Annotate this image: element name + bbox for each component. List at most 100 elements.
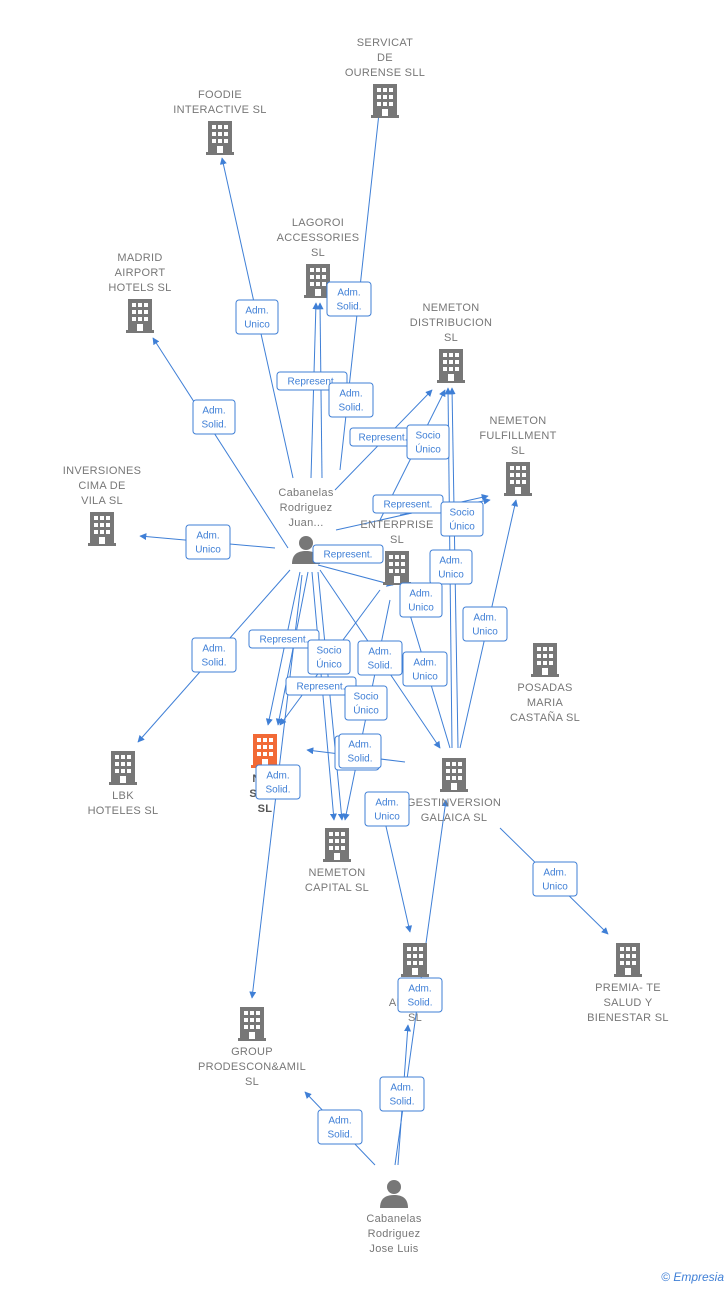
edge-label-text: Adm. bbox=[473, 613, 496, 624]
node-label-line: Juan... bbox=[288, 517, 323, 529]
edge-label[interactable]: Represent. bbox=[248, 629, 320, 649]
edge-label[interactable]: Represent. bbox=[312, 544, 384, 564]
edge-label-text: Represent. bbox=[297, 682, 346, 693]
edge-label-box bbox=[255, 764, 301, 800]
edge-label[interactable]: Adm.Solid. bbox=[192, 399, 236, 435]
edge-label-text: Solid. bbox=[201, 658, 226, 669]
edge-label[interactable]: Adm. Unico bbox=[532, 861, 578, 897]
node-label-line: FULFILLMENT bbox=[479, 430, 556, 442]
edge-label-text: Solid. bbox=[367, 661, 392, 672]
edge-label-text: Solid. bbox=[338, 403, 363, 414]
edge-label-box bbox=[248, 629, 320, 649]
node-label-line: NEMETON bbox=[309, 867, 366, 879]
edge-label-box bbox=[235, 299, 279, 335]
edge-label-text: Socio bbox=[316, 646, 341, 657]
edge-label[interactable]: Adm.Solid. bbox=[357, 640, 403, 676]
node-label-line: PRODESCON&AMIL bbox=[198, 1061, 306, 1073]
edge-label-text: Adm. bbox=[439, 556, 462, 567]
node-label-line: PREMIA- TE bbox=[595, 982, 661, 994]
edge-label[interactable]: Adm.Solid. bbox=[317, 1109, 363, 1145]
edge-label[interactable]: Adm.Unico bbox=[235, 299, 279, 335]
edge-label-text: Unico bbox=[408, 603, 434, 614]
edge-label-text: Represent. bbox=[288, 377, 337, 388]
edge-label-text: Adm. bbox=[339, 389, 362, 400]
building-icon bbox=[323, 828, 351, 862]
edge-juan-to-capital bbox=[317, 571, 345, 821]
edge-label-text: Adm. bbox=[266, 771, 289, 782]
edge-label[interactable]: Adm.Solid. bbox=[338, 733, 382, 769]
edge-label-box bbox=[344, 685, 388, 721]
edge-label[interactable]: Adm. Solid. bbox=[328, 382, 374, 418]
edge-label[interactable]: Adm.Solid. bbox=[397, 977, 443, 1013]
edge-label[interactable]: Adm.Solid. bbox=[379, 1076, 425, 1112]
edge-label-text: Unico bbox=[472, 627, 498, 638]
edge-label-text: Socio bbox=[415, 431, 440, 442]
edge-label-box bbox=[338, 733, 382, 769]
node-label-line: INVERSIONES bbox=[63, 465, 142, 477]
building-icon bbox=[88, 512, 116, 546]
edge-label[interactable]: Represent. bbox=[372, 494, 444, 514]
node-juan[interactable]: CabanelasRodriguezJuan... bbox=[278, 487, 334, 564]
edge-label[interactable]: Adm.Unico bbox=[402, 651, 448, 687]
edge-juan-to-madrid bbox=[152, 337, 289, 549]
edge-label-box bbox=[317, 1109, 363, 1145]
edge-label[interactable]: Adm. Unico bbox=[462, 606, 508, 642]
edge-label[interactable]: Adm. Unico bbox=[399, 582, 443, 618]
edge-label-box bbox=[399, 582, 443, 618]
edge-label[interactable]: Adm.Solid. bbox=[191, 637, 237, 673]
edge-labels-layer: Adm.Solid.Adm.UnicoRepresent.Adm.Solid.A… bbox=[185, 281, 578, 1145]
node-label-line: SALUD Y bbox=[604, 997, 653, 1009]
edge-label-text: Único bbox=[353, 704, 379, 717]
edge-label-box bbox=[397, 977, 443, 1013]
edge-label-text: Adm. bbox=[413, 658, 436, 669]
edge-label-text: Solid. bbox=[265, 785, 290, 796]
node-label-line: SL bbox=[245, 1076, 259, 1088]
edge-label-text: Unico bbox=[244, 320, 270, 331]
edge-label-text: Represent. bbox=[384, 500, 433, 511]
node-label-line: SL bbox=[511, 445, 525, 457]
node-label-line: POSADAS bbox=[517, 682, 572, 694]
edge-label-text: Adm. bbox=[543, 868, 566, 879]
edge-label-box bbox=[326, 281, 372, 317]
node-label-line: BIENESTAR SL bbox=[587, 1012, 669, 1024]
edge-label[interactable]: Adm.Solid. bbox=[326, 281, 372, 317]
edge-label-text: Único bbox=[415, 443, 441, 456]
edge-label-box bbox=[379, 1076, 425, 1112]
node-label-line: DISTRIBUCION bbox=[410, 317, 492, 329]
edge-label-text: Unico bbox=[542, 882, 568, 893]
edge-label-box bbox=[429, 549, 473, 585]
edge-label[interactable]: Adm.Unico bbox=[185, 524, 231, 560]
edge-label[interactable]: Adm.Unico bbox=[429, 549, 473, 585]
node-group[interactable]: GROUP PRODESCON&AMIL SL bbox=[198, 1007, 306, 1088]
node-label-line: GROUP bbox=[231, 1046, 273, 1058]
edge-label[interactable]: Adm. Solid. bbox=[255, 764, 301, 800]
edge-label-box bbox=[312, 544, 384, 564]
edge-label[interactable]: Adm.Unico bbox=[364, 791, 410, 827]
node-label-line: SL bbox=[408, 1012, 422, 1024]
node-label-line: HOTELES SL bbox=[88, 805, 159, 817]
node-label-line: DE bbox=[377, 52, 393, 64]
node-label-line: HOTELS SL bbox=[108, 282, 171, 294]
edge-label[interactable]: Represent. bbox=[349, 427, 417, 447]
node-premia[interactable]: PREMIA- TE SALUD Y BIENESTAR SL bbox=[587, 943, 669, 1024]
edge-label-text: Adm. bbox=[408, 984, 431, 995]
building-icon bbox=[614, 943, 642, 977]
edge-label-text: Adm. bbox=[409, 589, 432, 600]
